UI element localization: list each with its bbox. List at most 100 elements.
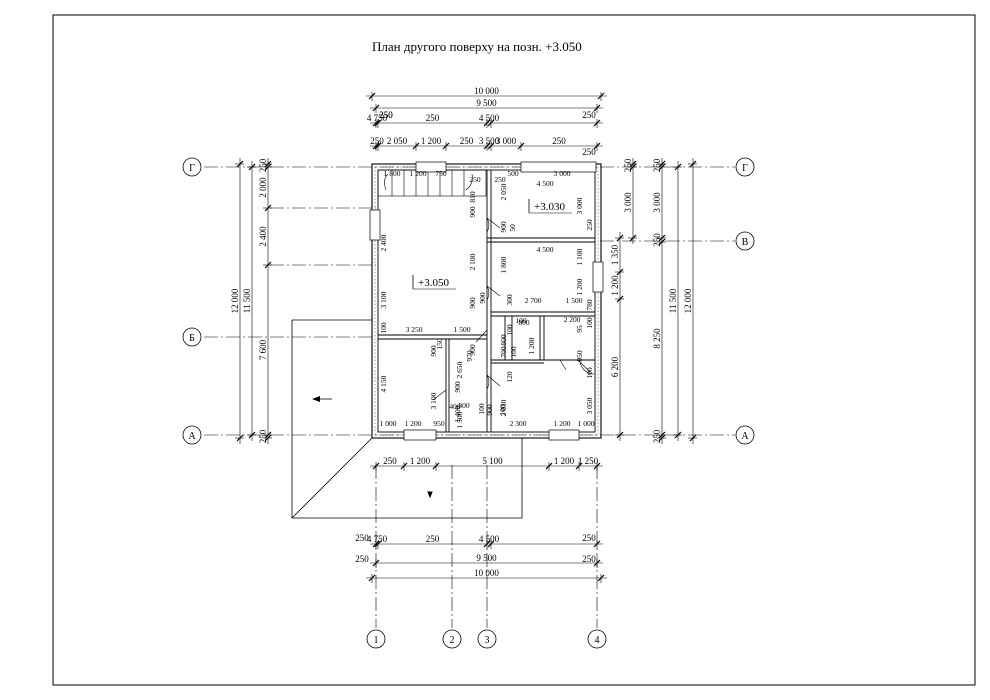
interior-dim-value: 100 — [585, 317, 594, 329]
dim-right-inner-value: 11 500 — [668, 288, 678, 313]
interior-dim-value: 300 — [505, 294, 514, 306]
axis-bubble-1 — [366, 629, 386, 649]
interior-dim-value: 800 — [458, 401, 470, 410]
interior-dim-value: 1 000 — [380, 419, 397, 428]
dim-right-segments-a-value: 250 — [652, 429, 662, 443]
dim-top-row1-value: 250 — [582, 110, 596, 120]
interior-dim-value: 700 — [499, 346, 508, 358]
dim-bottom-row2-value: 4 750 — [367, 534, 388, 544]
interior-dim-value: 950 — [433, 419, 445, 428]
interior-dim-value: 3 100 — [379, 291, 388, 308]
axis-bubbles: Г Г В Б А А 1 2 3 4 — [182, 157, 755, 649]
interior-dim-value: 2 650 — [455, 361, 464, 378]
interior-dim-value: 900 — [499, 221, 508, 233]
dim-left-segments-value: 2 400 — [258, 226, 268, 247]
axis-bubble-a-right — [735, 425, 755, 445]
interior-dim-value: 1 500 — [455, 411, 464, 428]
axis-label-3: 3 — [485, 635, 490, 646]
interior-dim-value: 2 030 — [499, 399, 508, 416]
dim-left-segments-value: 250 — [258, 158, 268, 172]
interior-dim-value: 120 — [505, 371, 514, 383]
axis-bubble-g-right — [735, 157, 755, 177]
dim-bottom-row1-value: 1 200 — [410, 456, 431, 466]
interior-dim-value: 1 100 — [575, 248, 584, 265]
dim-top-row1-value: 250 — [426, 113, 440, 123]
interior-dim-value: 100 — [379, 322, 388, 334]
interior-dim-value: 780 — [585, 299, 594, 311]
interior-dim-value: 1 200 — [410, 169, 427, 178]
dim-right-segments-a-value: 250 — [652, 158, 662, 172]
dim-left-segments-value: 2 000 — [258, 177, 268, 198]
interior-dim-value: 2 100 — [468, 253, 477, 270]
plan-title: План другого поверху на позн. +3.050 — [372, 39, 582, 54]
dim-bottom-inner-value: 9 500 — [476, 553, 497, 563]
dim-right-segments-b-value: 250 — [623, 158, 633, 172]
dim-bottom-row2-value: 250 — [426, 534, 440, 544]
dim-top-row2-value: 250 — [552, 136, 566, 146]
interior-dim-value: 400 — [449, 402, 461, 411]
dim-right-outer-value: 12 000 — [683, 288, 693, 313]
interior-dim-value: 250 — [494, 175, 506, 184]
interior-dim-value: 1 400 — [453, 405, 462, 422]
interior-dim-value: 750 — [435, 169, 447, 178]
interior-dim-value: 3 050 — [585, 397, 594, 414]
interior-dim-value: 2 700 — [525, 296, 542, 305]
interior-dim-value: 800 — [518, 318, 530, 327]
dim-right-segments-a-value: 3 000 — [652, 192, 662, 213]
interior-dim-value: 3 000 — [554, 169, 571, 178]
dim-top-row2-value: 2 050 — [387, 136, 408, 146]
dim-bottom-row1-value: 1 200 — [554, 456, 575, 466]
interior-dim-value: 4 150 — [379, 375, 388, 392]
interior-dim-value: 2 200 — [564, 315, 581, 324]
doors — [432, 217, 595, 401]
dim-left-outer-value: 12 000 — [230, 288, 240, 313]
dim-bottom-row2-value: 250 — [355, 533, 369, 543]
interior-dim-value: 50 — [508, 224, 517, 232]
dim-top-total-value: 10 000 — [474, 86, 499, 96]
interior-dim-value: 100 — [477, 403, 486, 415]
axis-label-4: 4 — [595, 635, 600, 646]
interior-dim-value: 900 — [485, 404, 494, 416]
dim-bottom-row2-value: 4 500 — [479, 534, 500, 544]
interior-dim-value: 4 500 — [537, 245, 554, 254]
axis-label-a-right: А — [741, 431, 749, 442]
interior-dim-value: 1 500 — [566, 296, 583, 305]
interior-dim-value: 2 050 — [499, 183, 508, 200]
interior-dim-value: 250 — [469, 175, 481, 184]
interior-dim-value: 150 — [435, 338, 444, 350]
axis-bubble-b-left — [182, 327, 202, 347]
interior-dim-value: 500 — [507, 169, 519, 178]
interior-dim-value: 3 100 — [429, 392, 438, 409]
dim-top-row2-value: 3 500 — [479, 136, 500, 146]
dimension-lines — [235, 92, 697, 583]
dim-top-row1-value: 250 — [379, 110, 393, 120]
interior-dim-value: 100 — [505, 324, 514, 336]
interior-dim-value: 1 000 — [578, 419, 595, 428]
interior-dim-value: 100 — [509, 346, 518, 358]
windows — [369, 161, 604, 441]
dim-top-inner-value: 9 500 — [476, 98, 497, 108]
interior-dim-value: 1 800 — [499, 256, 508, 273]
dim-right-segments-c-value: 1 200 — [610, 275, 620, 296]
axis-label-b-left: Б — [189, 333, 195, 344]
axis-bubble-4 — [587, 629, 607, 649]
interior-dim-value: 95 — [575, 325, 584, 333]
interior-dim-value: 3 000 — [575, 197, 584, 214]
dim-left-segments-value: 7 600 — [258, 339, 268, 360]
arrow-down-icon — [427, 491, 433, 499]
interior-dim-value: 1 200 — [575, 278, 584, 295]
interior-dim-value: 800 — [499, 334, 508, 346]
axis-label-1: 1 — [374, 635, 379, 646]
interior-dim-value: 100 — [498, 404, 507, 416]
axis-label-a-left: А — [188, 431, 196, 442]
dim-top-row2-value: 250 — [370, 136, 384, 146]
interior-dim-value: 1 800 — [384, 169, 401, 178]
axis-label-g-right: Г — [742, 163, 748, 174]
interior-dim-value: 900 — [429, 345, 438, 357]
dim-right-segments-c-value: 1 350 — [610, 244, 620, 265]
dim-bottom-row2-value: 250 — [582, 554, 596, 564]
interior-dim-value: 4 500 — [537, 179, 554, 188]
axis-bubble-g-left — [182, 157, 202, 177]
dim-bottom-row1-value: 1 250 — [578, 456, 599, 466]
